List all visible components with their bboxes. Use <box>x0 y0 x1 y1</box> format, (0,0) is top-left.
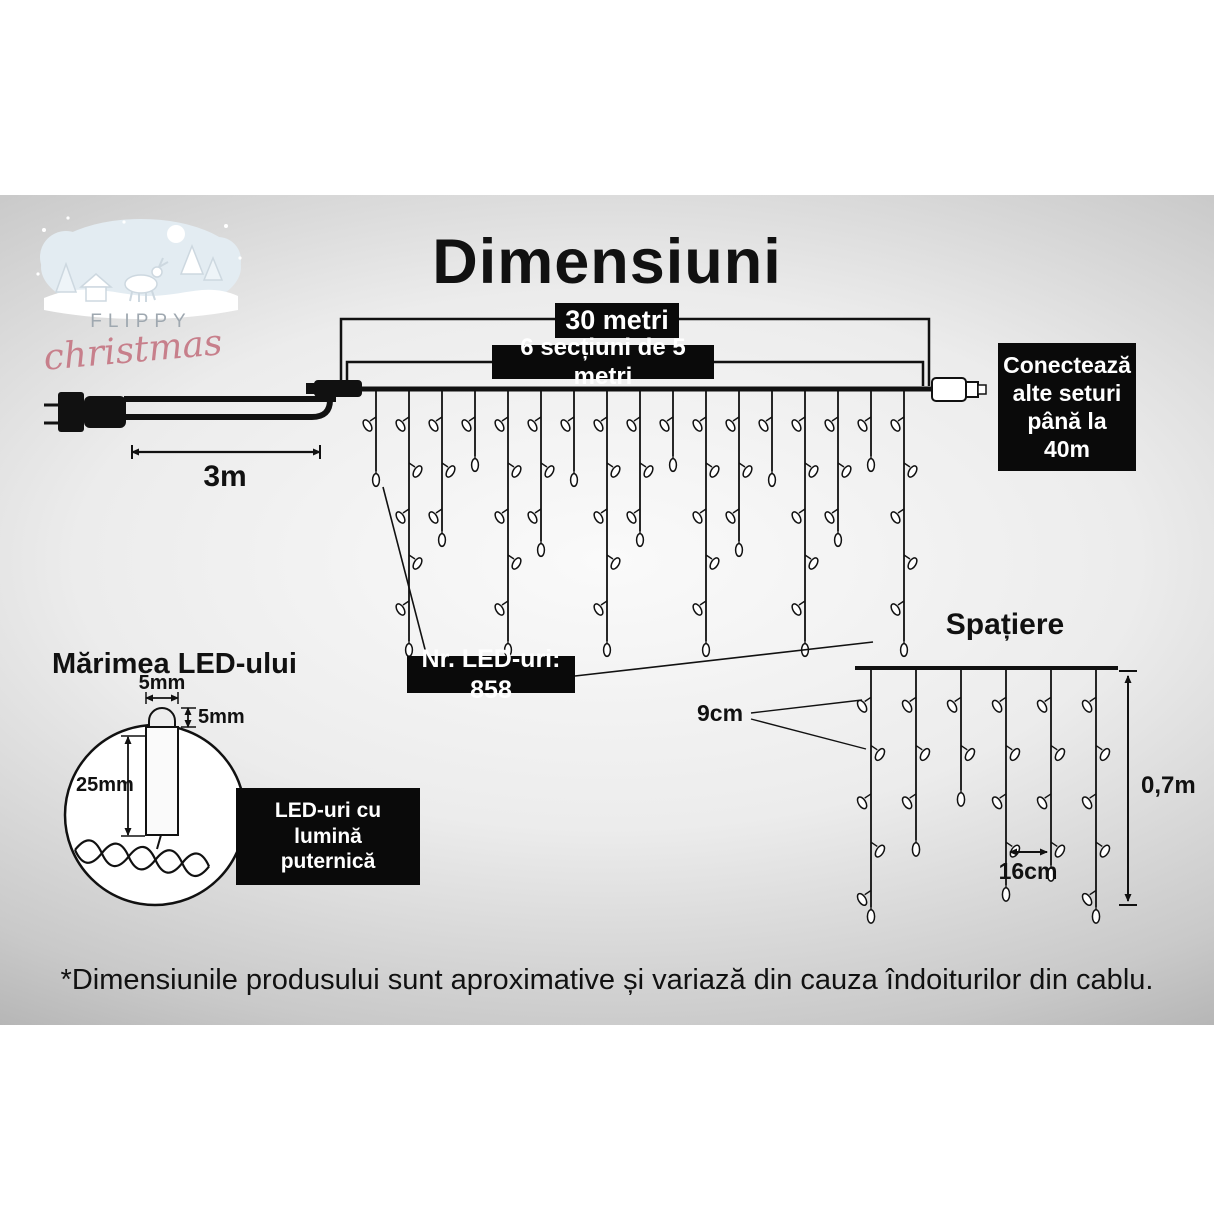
tree-icon <box>202 256 224 281</box>
lead-length-label: 3m <box>203 460 247 493</box>
spacing-heading: Spațiere <box>945 608 1065 641</box>
spacing-diagram <box>750 666 1137 924</box>
moon-icon <box>167 225 185 243</box>
head-height-arrow <box>181 707 196 728</box>
lead-wire <box>124 396 336 420</box>
led-note-line: puternică <box>280 850 376 874</box>
led-note-line: LED-uri cu lumină <box>274 799 382 848</box>
tree-icon <box>179 243 205 275</box>
string-connector-left <box>306 380 362 397</box>
twisted-wire <box>74 839 211 878</box>
connect-note-line: până la 40m <box>1027 408 1107 463</box>
string-connector-right <box>931 377 987 402</box>
body-length-arrow <box>121 735 145 837</box>
drop-height-arrow <box>1119 670 1137 906</box>
body-length-label: 25mm <box>76 774 134 796</box>
connect-note-badge: Conectează alte seturi până la 40m <box>998 343 1136 472</box>
sections-badge: 6 secțiuni de 5 metri <box>492 334 714 390</box>
lead-length-arrow <box>131 445 321 459</box>
head-width-arrow <box>145 692 179 704</box>
led-size-heading: Mărimea LED-ului <box>52 648 297 680</box>
total-length-badge: 30 metri <box>555 303 679 338</box>
head-width-label: 5mm <box>138 672 186 694</box>
brand-name-top: FLIPPY <box>90 311 191 332</box>
snow-dots <box>36 216 242 276</box>
led-note-badge: LED-uri cu lumină puternică <box>236 788 420 885</box>
drop-gap-label: 16cm <box>998 858 1058 884</box>
spacing-diagram-drops <box>856 670 1111 924</box>
power-plug-icon <box>44 392 126 432</box>
connect-note-line: alte seturi <box>1012 380 1122 407</box>
led-count-pointer-lines <box>382 486 874 677</box>
led-bulb-body <box>145 726 179 836</box>
bulb-gap-label: 9cm <box>697 700 744 726</box>
led-count-badge: Nr. LED-uri: 858 <box>407 645 575 704</box>
head-height-label: 5mm <box>198 706 245 728</box>
brand-name-script: christmas <box>42 322 224 378</box>
drop-height-label: 0,7m <box>1141 772 1196 799</box>
icicle-curtain <box>362 391 918 658</box>
house-icon <box>85 286 107 302</box>
led-size-diagram <box>63 692 247 907</box>
page-title: Dimensiuni <box>432 227 782 297</box>
footnote: *Dimensiunile produsului sunt aproximati… <box>60 964 1154 996</box>
tree-icon <box>54 261 78 293</box>
deer-icon <box>124 257 169 302</box>
connect-note-line: Conectează <box>1003 352 1131 378</box>
led-bulb-head <box>148 707 176 728</box>
